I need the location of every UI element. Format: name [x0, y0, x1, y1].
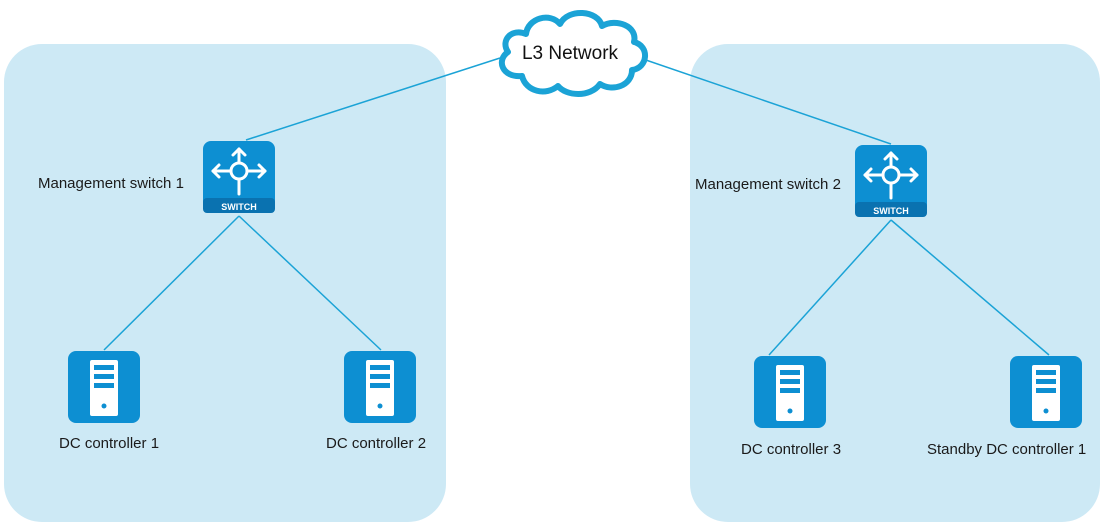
link-network-switch-1 [245, 57, 501, 141]
link-switch-1-controller-1 [103, 215, 240, 351]
site-1-zone [4, 44, 446, 522]
controller-2-label: DC controller 2 [326, 435, 427, 452]
controller-1-label: DC controller 1 [59, 435, 160, 452]
switch-1-label: Management switch 1 [38, 175, 184, 192]
network-label: L3 Network [521, 43, 619, 64]
server-icon [1010, 356, 1082, 428]
link-switch-1-controller-2 [238, 215, 382, 351]
switch-icon: SWITCH [203, 141, 275, 213]
server-icon [344, 351, 416, 423]
switch-badge: SWITCH [221, 202, 257, 212]
switch-2-label: Management switch 2 [695, 176, 841, 193]
switch-badge: SWITCH [873, 206, 909, 216]
controller-3-label: DC controller 3 [741, 441, 842, 458]
server-icon [68, 351, 140, 423]
standby-controller-1-label: Standby DC controller 1 [927, 441, 1087, 458]
link-switch-2-standby-controller-1 [890, 219, 1050, 356]
switch-icon: SWITCH [855, 145, 927, 217]
site-2-zone [690, 44, 1100, 522]
link-network-switch-2 [639, 57, 892, 145]
server-icon [754, 356, 826, 428]
link-switch-2-controller-3 [768, 219, 892, 356]
cloud-icon [498, 9, 648, 97]
